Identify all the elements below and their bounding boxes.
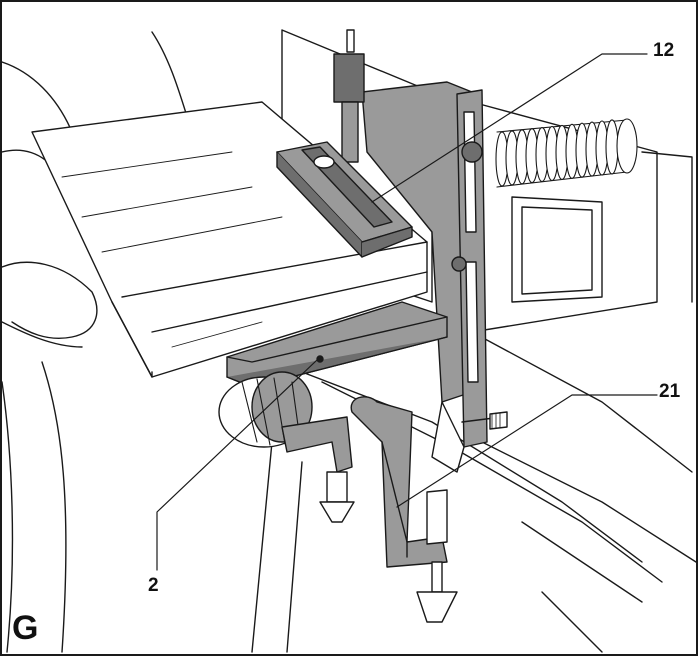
side-screw	[489, 411, 508, 430]
spring-coil	[495, 118, 638, 188]
coil-ring	[605, 119, 619, 175]
leader-lines	[156, 53, 658, 571]
callout-21: 21	[659, 381, 681, 402]
thumb-screw	[333, 29, 365, 163]
figure-letter: G	[12, 609, 39, 647]
leader-2	[156, 359, 318, 571]
leader-21	[396, 394, 658, 508]
c-clamp-21	[350, 396, 458, 623]
guide-rail-12	[276, 141, 413, 258]
callout-12: 12	[653, 40, 675, 61]
small-clamp	[281, 416, 355, 523]
callout-2: 2	[148, 575, 159, 596]
leader-12	[371, 53, 648, 203]
